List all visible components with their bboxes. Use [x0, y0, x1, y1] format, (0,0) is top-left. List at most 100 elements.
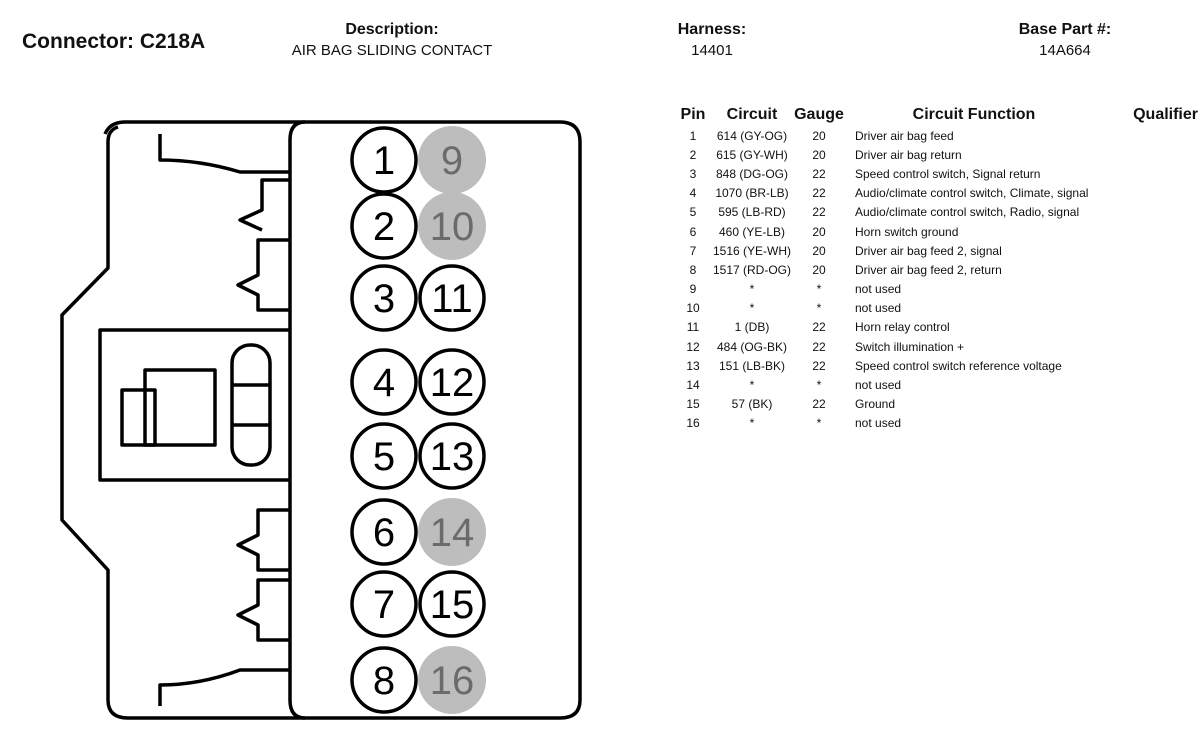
cell-function: Switch illumination +	[855, 339, 965, 354]
table-row: 7 1516 (YE-WH) 20 Driver air bag feed 2, si…	[675, 241, 1198, 260]
cell-pin: 16	[686, 416, 700, 431]
cell-circuit: *	[749, 416, 755, 431]
cell-pin: 10	[686, 301, 700, 316]
cell-function: Speed control switch, Signal return	[855, 166, 1041, 181]
cell-qualifier	[1103, 164, 1198, 183]
pin-table: Pin Circuit Gauge Circuit Function Quali…	[675, 104, 1198, 433]
cell-qualifier	[1103, 184, 1198, 203]
cell-gauge: 22	[812, 397, 826, 412]
cell-circuit: *	[749, 378, 755, 393]
pin-circle	[350, 570, 418, 638]
base-part-block: Base Part #: 14A664	[980, 21, 1150, 59]
cell-function: Driver air bag return	[855, 147, 962, 162]
cell-pin: 5	[689, 205, 697, 220]
description-value: AIR BAG SLIDING CONTACT	[291, 42, 493, 59]
header-circuit-function: Circuit Function	[912, 106, 1036, 123]
cell-circuit: 595 (LB-RD)	[718, 205, 786, 220]
cell-gauge: *	[816, 378, 822, 393]
table-row: 9**not used	[675, 280, 1198, 299]
pin-circle	[418, 264, 486, 332]
cell-gauge: 22	[812, 358, 826, 373]
pin-circle	[350, 126, 418, 194]
cell-function: Driver air bag feed 2, signal	[855, 243, 1002, 258]
cell-function: Audio/climate control switch, Climate, s…	[855, 186, 1089, 201]
cell-pin: 12	[686, 339, 700, 354]
cell-qualifier	[1103, 299, 1198, 318]
cell-qualifier	[1103, 145, 1198, 164]
cell-gauge: 20	[812, 147, 826, 162]
unused-pin-circle	[418, 646, 486, 714]
cell-function: Audio/climate control switch, Radio, sig…	[855, 205, 1080, 220]
pin-number: 7	[373, 583, 395, 627]
cell-circuit: *	[749, 282, 755, 297]
cell-pin: 13	[686, 358, 700, 373]
pin-number: 13	[430, 435, 475, 479]
pin-number: 9	[441, 139, 463, 183]
pin-circle	[350, 348, 418, 416]
pin-circle	[418, 422, 486, 490]
pin-circle	[350, 646, 418, 714]
connector-housing-outline	[60, 120, 582, 720]
pin-cavity: 1	[350, 126, 418, 194]
pin-cavity: 7	[350, 570, 418, 638]
cell-function: Driver air bag feed 2, return	[855, 262, 1002, 277]
pin-number: 5	[373, 435, 395, 479]
cell-pin: 3	[689, 166, 697, 181]
cell-qualifier	[1103, 222, 1198, 241]
cell-function: Speed control switch reference voltage	[855, 358, 1062, 373]
cell-pin: 1	[689, 128, 697, 143]
cell-circuit: 484 (OG-BK)	[716, 339, 788, 354]
pin-number: 1	[373, 139, 395, 183]
unused-pin-circle	[418, 126, 486, 194]
cell-gauge: 20	[812, 224, 826, 239]
cell-pin: 7	[689, 243, 697, 258]
description-label: Description:	[345, 21, 439, 38]
unused-pin-circle	[418, 192, 486, 260]
pin-number: 16	[430, 659, 475, 703]
cell-gauge: *	[816, 301, 822, 316]
cell-pin: 4	[689, 186, 697, 201]
header-pin: Pin	[680, 106, 706, 123]
pin-number: 6	[373, 511, 395, 555]
base-part-label: Base Part #:	[1018, 21, 1112, 38]
cell-circuit: 1 (DB)	[734, 320, 770, 335]
cell-gauge: 20	[812, 128, 826, 143]
base-part-value: 14A664	[1039, 42, 1091, 59]
pin-circle	[350, 192, 418, 260]
pin-cavity: 9	[418, 126, 486, 194]
cell-gauge: 22	[812, 339, 826, 354]
cell-circuit: 1516 (YE-WH)	[712, 243, 792, 258]
pin-cavity: 10	[418, 192, 486, 260]
pin-cavity: 8	[350, 646, 418, 714]
cell-circuit: 1070 (BR-LB)	[715, 186, 789, 201]
unused-pin-circle	[418, 498, 486, 566]
header-qualifier: Qualifier	[1133, 106, 1198, 123]
cell-gauge: 22	[812, 166, 826, 181]
connector-title: Connector: C218A	[22, 30, 206, 53]
pin-circle	[418, 348, 486, 416]
description-block: Description: AIR BAG SLIDING CONTACT	[252, 21, 532, 59]
pin-number: 2	[373, 205, 395, 249]
cell-function: not used	[855, 282, 902, 297]
cell-gauge: 22	[812, 205, 826, 220]
cell-gauge: 20	[812, 243, 826, 258]
pin-number: 3	[373, 277, 395, 321]
cell-qualifier	[1103, 241, 1198, 260]
pin-cavity: 13	[418, 422, 486, 490]
harness-label: Harness:	[677, 21, 747, 38]
pin-circle	[350, 264, 418, 332]
cell-function: not used	[855, 301, 902, 316]
cell-pin: 11	[686, 320, 700, 335]
cell-pin: 15	[686, 397, 700, 412]
cell-qualifier	[1103, 280, 1198, 299]
pin-number: 11	[431, 277, 473, 321]
cell-pin: 8	[689, 262, 697, 277]
cell-qualifier	[1103, 318, 1198, 337]
